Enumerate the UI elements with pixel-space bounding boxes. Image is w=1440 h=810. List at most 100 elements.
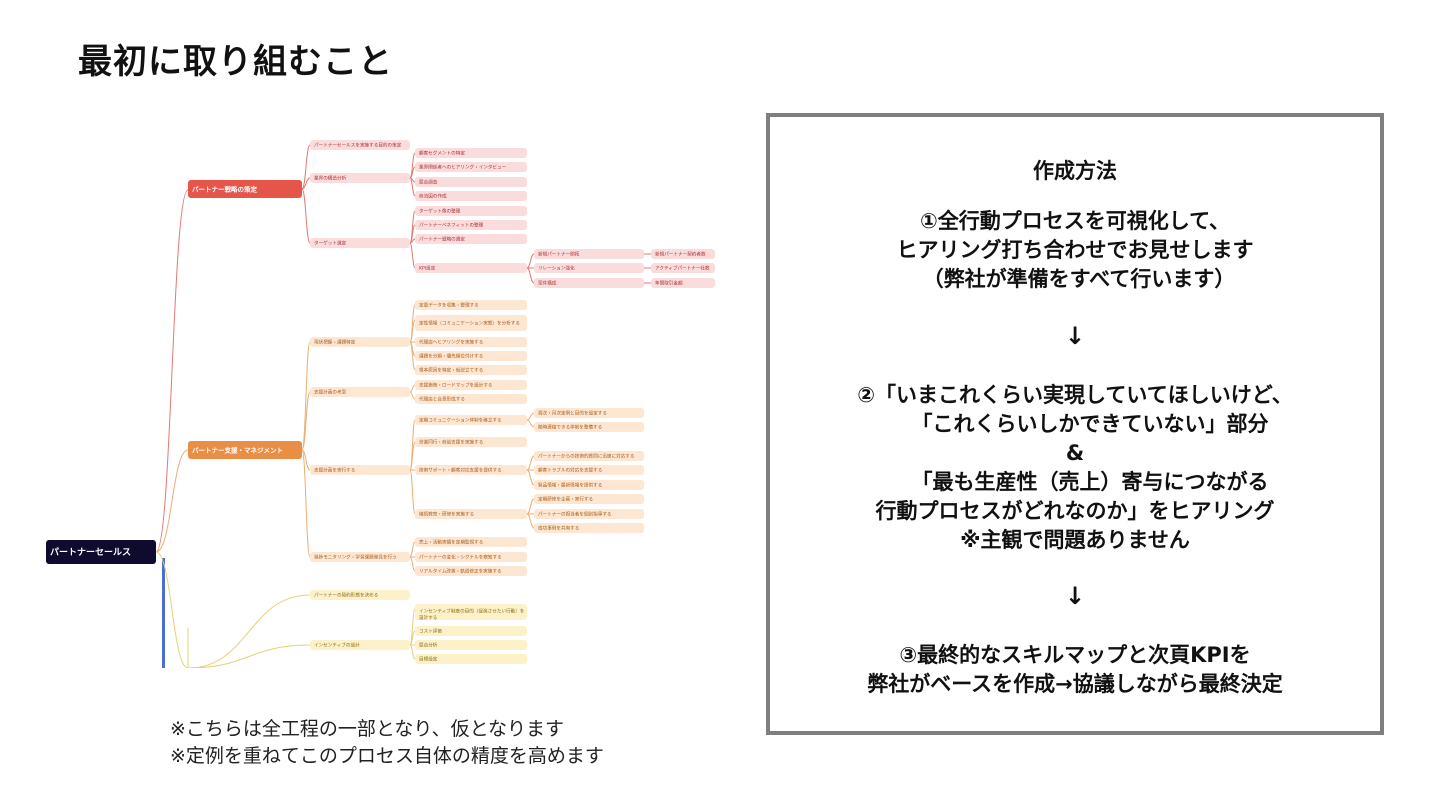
mindmap-node: 継続教育・研修を実施する xyxy=(419,511,474,518)
mindmap-node-box xyxy=(310,238,410,248)
mindmap-node: 代理店と合意形成する xyxy=(419,396,465,403)
mindmap-node-box xyxy=(310,590,410,600)
mindmap-node-box xyxy=(415,263,527,273)
mindmap-node-box xyxy=(534,509,644,519)
mindmap-node-box xyxy=(534,263,644,273)
mindmap-node: パートナーからの技術的質問に迅速に対応する xyxy=(538,453,634,460)
mindmap-root-box xyxy=(46,540,156,564)
mindmap-node-box xyxy=(415,394,527,404)
mindmap-node-box xyxy=(415,206,527,216)
down-arrow-icon: ↓ xyxy=(1064,582,1086,610)
mindmap-node-box xyxy=(534,480,644,490)
mindmap-node-box xyxy=(415,537,527,547)
mindmap-node-box xyxy=(310,640,410,650)
mindmap-node-box xyxy=(534,523,644,533)
mindmap-node: 定期研修を企画・実行する xyxy=(538,496,593,503)
mindmap-node: パートナーベネフィットの整理 xyxy=(419,222,484,229)
method-box: 作成方法 ①全行動プロセスを可視化して、 ヒアリング打ち合わせでお見せします （… xyxy=(766,113,1384,735)
note-line: ※こちらは全工程の一部となり、仮となります xyxy=(170,718,565,740)
mindmap-node-box xyxy=(415,315,527,331)
mindmap-node: 商流図の作成 xyxy=(419,193,447,200)
mindmap-node: 支援計画の考案 xyxy=(314,389,347,396)
mindmap-node-box xyxy=(310,387,410,397)
mindmap-node: 年間取引金額 xyxy=(655,280,683,287)
connector-line xyxy=(155,189,189,553)
mindmap-node-box xyxy=(415,337,527,347)
connector-line xyxy=(526,513,535,529)
mindmap-node: 定期コミュニケーション体制を確立する xyxy=(419,417,502,424)
connector-line xyxy=(301,391,311,451)
connector-line xyxy=(301,144,311,190)
connector-line xyxy=(409,341,416,371)
mindmap-node: 競合調査 xyxy=(419,179,438,186)
mindmap-node: 業界の構造分析 xyxy=(314,175,347,182)
connector-line xyxy=(526,469,535,486)
mindmap-node-box xyxy=(415,654,527,664)
step-3: ③最終的なスキルマップと次頁KPIを 弊社がベースを作成→協議しながら最終決定 xyxy=(770,641,1380,699)
mindmap-node: 成功事例を共有する xyxy=(538,525,579,532)
connector-line xyxy=(162,558,165,668)
mindmap-node-box xyxy=(534,465,644,475)
mindmap-node-box xyxy=(415,300,527,310)
mindmap-node: 新規パートナー開拓 xyxy=(538,251,580,258)
mindmap-node-box xyxy=(310,552,410,562)
mindmap-branch-box xyxy=(188,180,302,198)
mindmap-node-box xyxy=(651,263,715,273)
mindmap-node: 目標設定 xyxy=(419,656,438,663)
mindmap-node: 現状把握・課題特定 xyxy=(314,339,356,346)
mindmap-node-box xyxy=(415,162,527,172)
mindmap-node: 製品情報・最新情報を提供する xyxy=(538,482,602,489)
connector-line xyxy=(155,449,189,553)
step-2: ②「いまこれくらい実現していてほしいけど、 「これくらいしかできていない」部分 … xyxy=(770,381,1380,555)
step-line: ②「いまこれくらい実現していてほしいけど、 xyxy=(857,383,1293,407)
mindmap-node: 新規パートナー契約者数 xyxy=(655,251,706,258)
mindmap-node: 根本原因を特定・仮説立てする xyxy=(419,367,483,374)
mindmap-node-box xyxy=(310,173,410,183)
connector-line xyxy=(409,419,416,471)
mindmap-node: ターゲット選定 xyxy=(314,240,347,247)
connector-line xyxy=(526,412,535,421)
mindmap-node: 課題を分類・優先順位付けする xyxy=(419,353,483,360)
mindmap-node: 支援計画を実行する xyxy=(314,467,355,474)
mindmap-node: コスト評価 xyxy=(419,628,442,635)
note-line: ※定例を重ねてこのプロセス自体の精度を高めます xyxy=(170,745,604,767)
method-title: 作成方法 xyxy=(1033,159,1117,183)
mindmap-node: インセンティブ制度の目的（促進させたい行動）を xyxy=(419,608,525,615)
step-line: ヒアリング打ち合わせでお見せします xyxy=(896,238,1254,262)
mindmap-node: KPI設定 xyxy=(419,265,436,272)
mindmap-node-box xyxy=(415,552,527,562)
mindmap-diagram: パートナーセールスパートナー戦略の策定パートナーセールスを実施する目的の策定業界… xyxy=(40,128,730,668)
mindmap-node: 定量データを収集・整理する xyxy=(419,302,479,309)
mindmap-root: パートナーセールス xyxy=(50,546,131,558)
mindmap-node-box xyxy=(415,626,527,636)
connector-line xyxy=(155,551,189,668)
connector-line xyxy=(409,556,416,572)
step-line: ①全行動プロセスを可視化して、 xyxy=(919,209,1231,233)
mindmap-node: パートナーの変化・シグナルを察知する xyxy=(419,554,502,561)
mindmap-node: 競合分析 xyxy=(419,642,438,649)
step-line: ③最終的なスキルマップと次頁KPIを xyxy=(899,643,1251,667)
mindmap-node-box xyxy=(415,437,527,447)
connector-line xyxy=(526,498,535,515)
connector-line xyxy=(526,253,535,269)
connector-line xyxy=(409,177,416,197)
mindmap-node-box xyxy=(534,278,644,288)
mindmap-node-box xyxy=(310,140,410,150)
mindmap-node: 営業同行・商談支援を実施する xyxy=(419,439,483,446)
down-arrow-icon: ↓ xyxy=(1064,322,1086,350)
mindmap-node-box xyxy=(651,249,715,259)
mindmap-node-box xyxy=(415,234,527,244)
mindmap-node-box xyxy=(415,365,527,375)
mindmap-node: 顧客トラブルの対応を支援する xyxy=(538,467,602,474)
mindmap-node: 業界関係者へのヒアリング・インタビュー xyxy=(419,164,507,171)
mindmap-node-box xyxy=(415,415,527,425)
connector-line xyxy=(526,267,535,284)
connector-line xyxy=(526,455,535,471)
step-line: （弊社が準備をすべて行います） xyxy=(922,267,1236,291)
mindmap-node: リレーション強化 xyxy=(538,265,575,272)
mindmap-node: ターゲット像の整理 xyxy=(419,208,461,215)
mindmap-node: 定性情報（コミュニケーション実態）を分析する xyxy=(419,320,520,327)
connector-line xyxy=(409,319,416,343)
mindmap-node: 代理店へヒアリングを実施する xyxy=(419,339,483,346)
step-line: 「最も生産性（売上）寄与につながる xyxy=(911,470,1269,494)
